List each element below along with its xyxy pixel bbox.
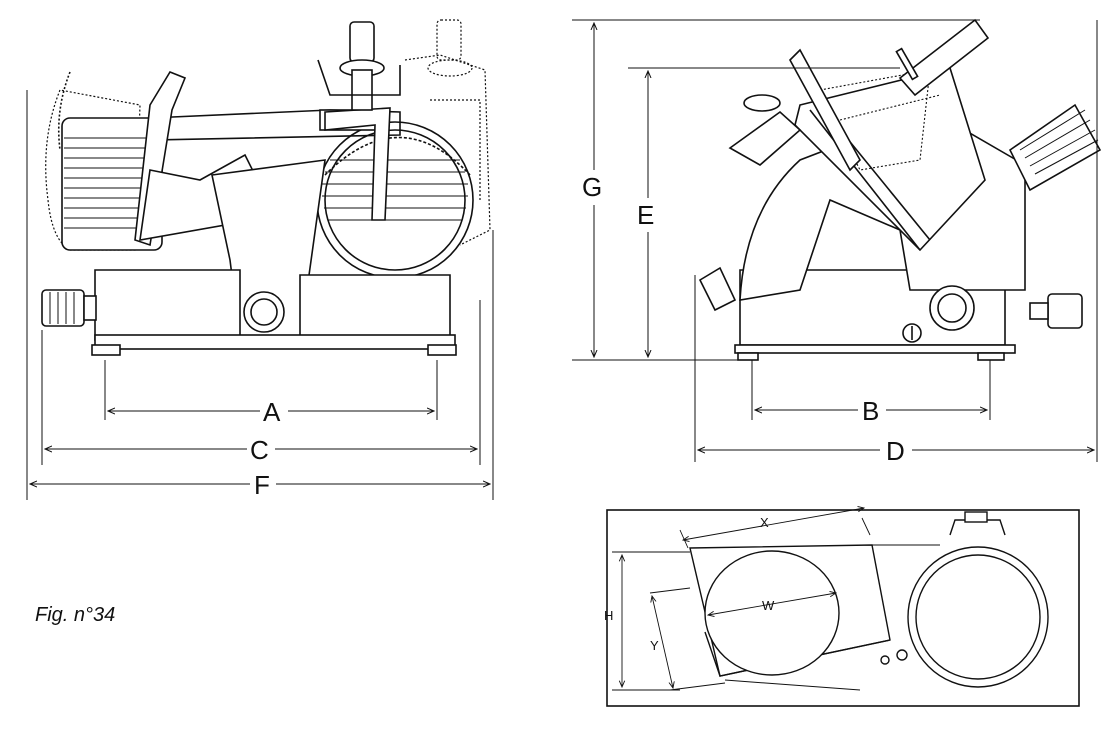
dim-label-w: W	[762, 598, 775, 613]
dim-label-g: G	[582, 172, 602, 202]
dim-label-h: H	[604, 608, 613, 623]
side-view-dimensions	[572, 19, 1098, 462]
front-view-slicer	[41, 19, 491, 356]
dim-label-c: C	[250, 435, 269, 465]
front-view-dimensions	[26, 90, 494, 500]
side-view-slicer	[698, 18, 1102, 361]
dim-label-f: F	[254, 470, 270, 500]
dim-label-y: Y	[650, 638, 659, 653]
dim-label-e: E	[637, 200, 654, 230]
dim-label-b: B	[862, 396, 879, 426]
dim-label-x: X	[760, 515, 769, 530]
detail-inset: X W Y H	[604, 508, 1080, 707]
dim-label-d: D	[886, 436, 905, 466]
dim-label-a: A	[263, 397, 281, 427]
figure-caption: Fig. n°34	[35, 604, 116, 626]
